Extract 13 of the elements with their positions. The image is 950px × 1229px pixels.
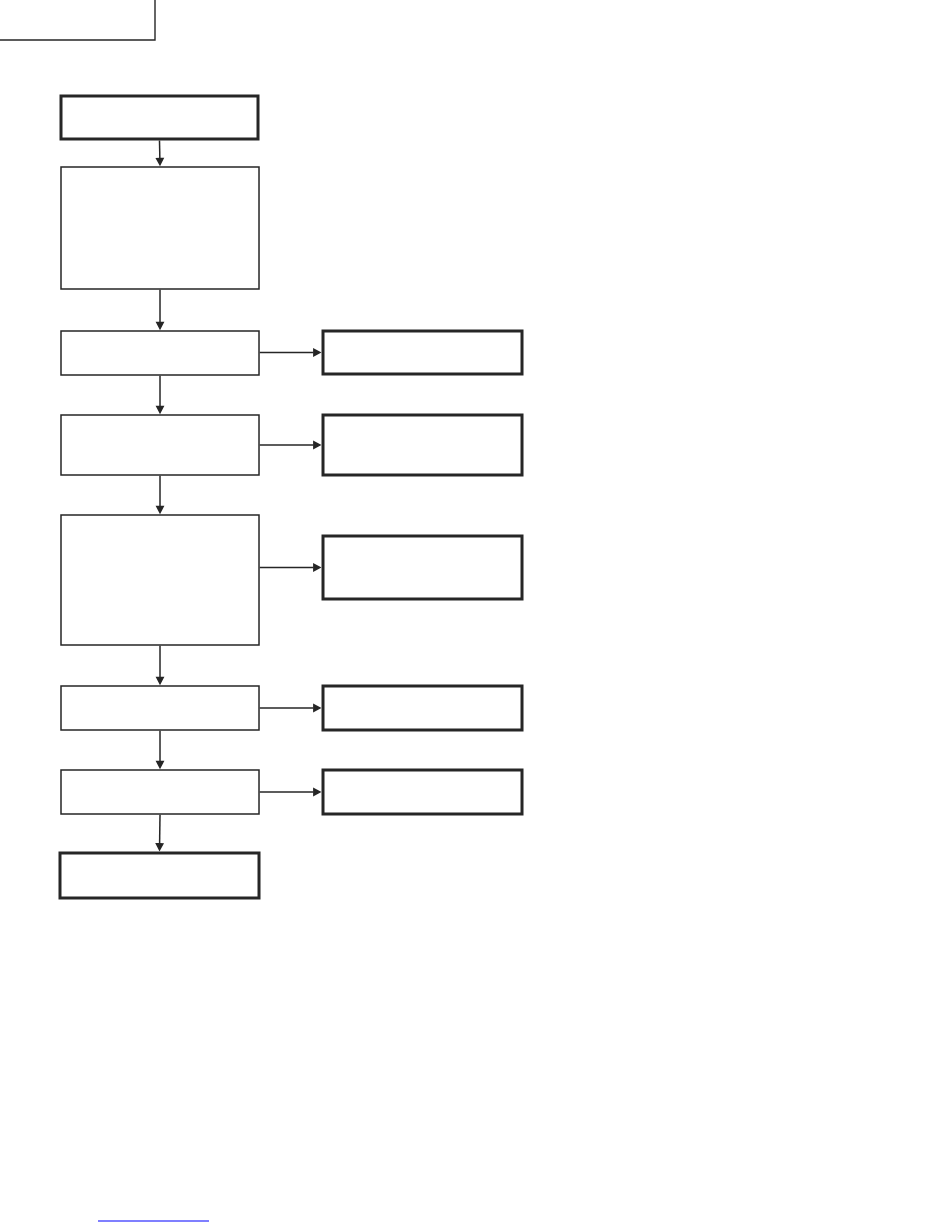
process-box [321,413,524,477]
process-box [58,851,261,900]
process-box [321,329,524,376]
process-box [60,685,260,731]
process-box [321,768,524,816]
process-box [60,166,260,290]
process-box [60,330,260,376]
process-box [60,514,260,646]
process-box [60,769,260,815]
process-box [60,414,260,476]
process-box [321,684,524,732]
process-box [321,534,524,601]
process-box [59,94,260,141]
